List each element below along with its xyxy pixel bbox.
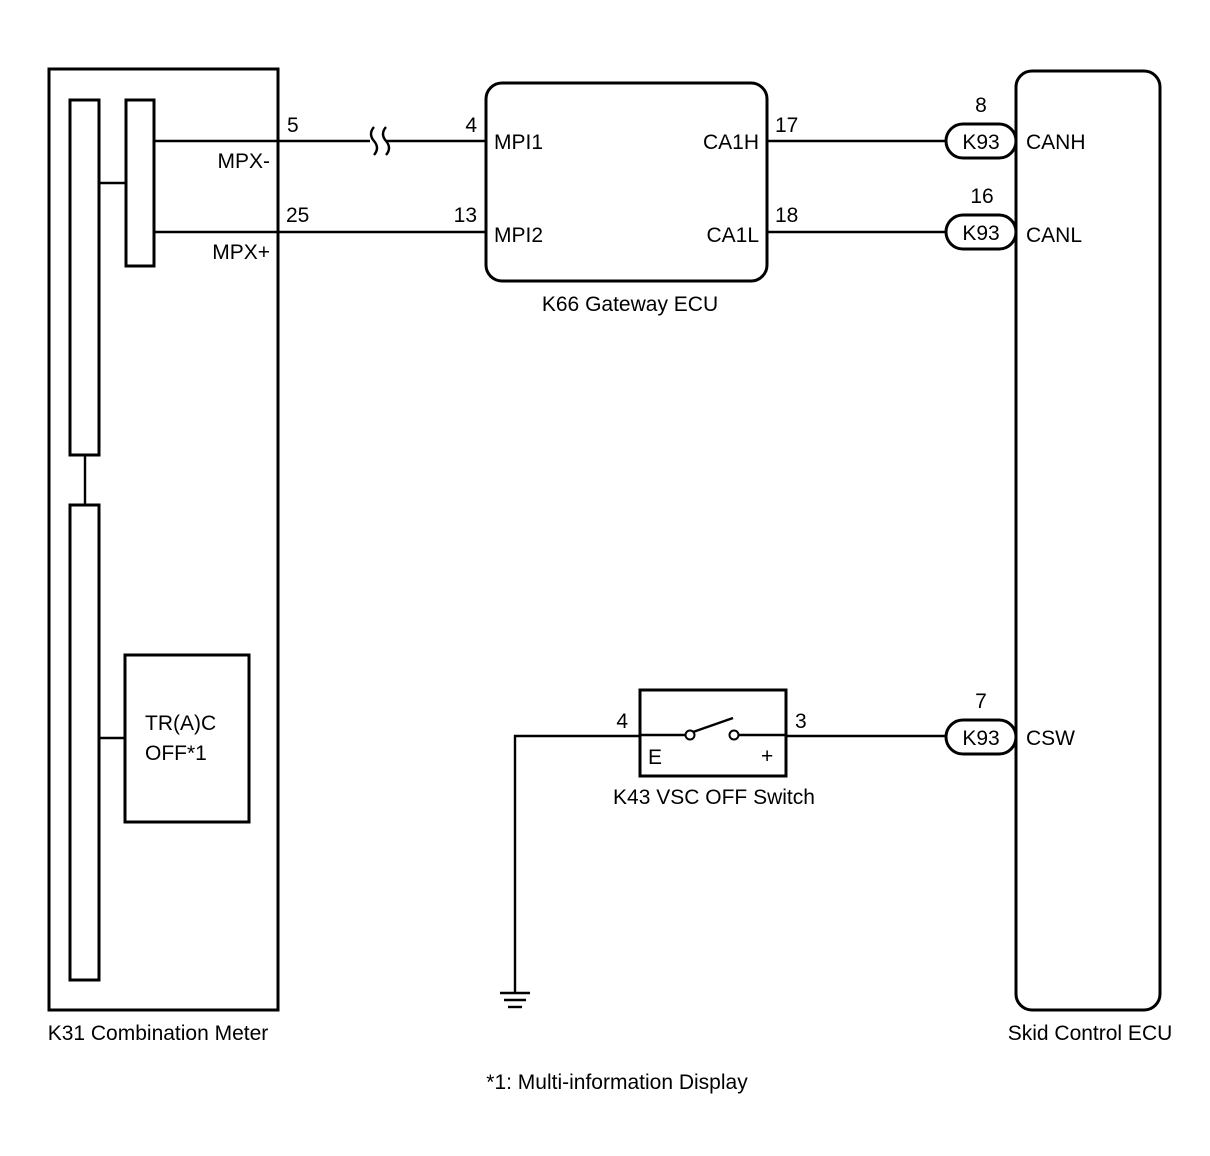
pin-number: 18 xyxy=(775,204,798,227)
pin-number: 17 xyxy=(775,114,798,137)
pin-name-plus: + xyxy=(761,745,773,768)
pin-name-mpx-minus: MPX- xyxy=(218,150,271,173)
combination-meter-caption: K31 Combination Meter xyxy=(48,1022,269,1045)
can-wires: 17 18 xyxy=(767,114,946,234)
ground-icon xyxy=(500,991,530,1009)
vsc-off-switch-caption: K43 VSC OFF Switch xyxy=(613,786,815,809)
pin-number: 7 xyxy=(975,690,987,713)
pin-number: 3 xyxy=(795,710,807,733)
pin-name-ca1l: CA1L xyxy=(706,224,759,247)
pin-number: 8 xyxy=(975,94,987,117)
tr-a-c-off-indicator xyxy=(123,653,251,824)
skid-control-ecu: CANH CANL CSW Skid Control ECU xyxy=(1008,69,1173,1045)
connector-label: K93 xyxy=(962,222,999,245)
indicator-label-line1: TR(A)C xyxy=(145,712,216,735)
combination-meter: TR(A)C OFF*1 MPX- MPX+ K31 Combination M… xyxy=(47,67,280,1045)
connector-k93-canl: K93 16 xyxy=(944,185,1018,251)
mpx-wires: 5 25 4 13 xyxy=(154,114,486,234)
footnote: *1: Multi-information Display xyxy=(486,1071,748,1094)
meter-internal-bar-lower xyxy=(68,503,101,982)
meter-internal-bar-upper xyxy=(68,98,101,457)
combination-meter-body xyxy=(47,67,280,1012)
pin-name-ca1h: CA1H xyxy=(703,131,759,154)
pin-number: 4 xyxy=(465,114,477,137)
pin-number: 16 xyxy=(970,185,993,208)
indicator-label-line2: OFF*1 xyxy=(145,742,207,765)
switch-contact xyxy=(684,729,696,741)
switch-lever-icon xyxy=(692,716,734,734)
pin-name-mpx-plus: MPX+ xyxy=(212,241,270,264)
gateway-ecu-caption: K66 Gateway ECU xyxy=(542,293,718,316)
gateway-ecu: MPI1 MPI2 CA1H CA1L K66 Gateway ECU xyxy=(484,81,769,316)
connector-k93-csw: K93 7 xyxy=(944,690,1018,756)
skid-control-ecu-caption: Skid Control ECU xyxy=(1008,1022,1173,1045)
connector-label: K93 xyxy=(962,131,999,154)
pin-number: 25 xyxy=(286,204,309,227)
switch-contact xyxy=(728,729,740,741)
connector-k93-canh: K93 8 xyxy=(944,94,1018,160)
pin-name-csw: CSW xyxy=(1026,727,1075,750)
pin-name-e: E xyxy=(648,746,662,769)
switch-wires: 4 3 xyxy=(513,710,946,993)
pin-number: 13 xyxy=(454,204,477,227)
wire-ground xyxy=(513,734,640,993)
pin-name-mpi1: MPI1 xyxy=(494,131,543,154)
pin-name-canh: CANH xyxy=(1026,131,1086,154)
pin-name-mpi2: MPI2 xyxy=(494,224,543,247)
pin-name-canl: CANL xyxy=(1026,224,1082,247)
pin-number: 5 xyxy=(287,114,299,137)
vsc-off-switch-body xyxy=(638,688,788,778)
wire-break-symbol xyxy=(369,126,379,156)
vsc-off-switch: E + K43 VSC OFF Switch xyxy=(613,688,815,809)
connector-label: K93 xyxy=(962,727,999,750)
gateway-ecu-body xyxy=(484,81,769,283)
pin-number: 4 xyxy=(616,710,628,733)
skid-control-ecu-body xyxy=(1014,69,1162,1012)
meter-mpx-block xyxy=(124,98,156,268)
